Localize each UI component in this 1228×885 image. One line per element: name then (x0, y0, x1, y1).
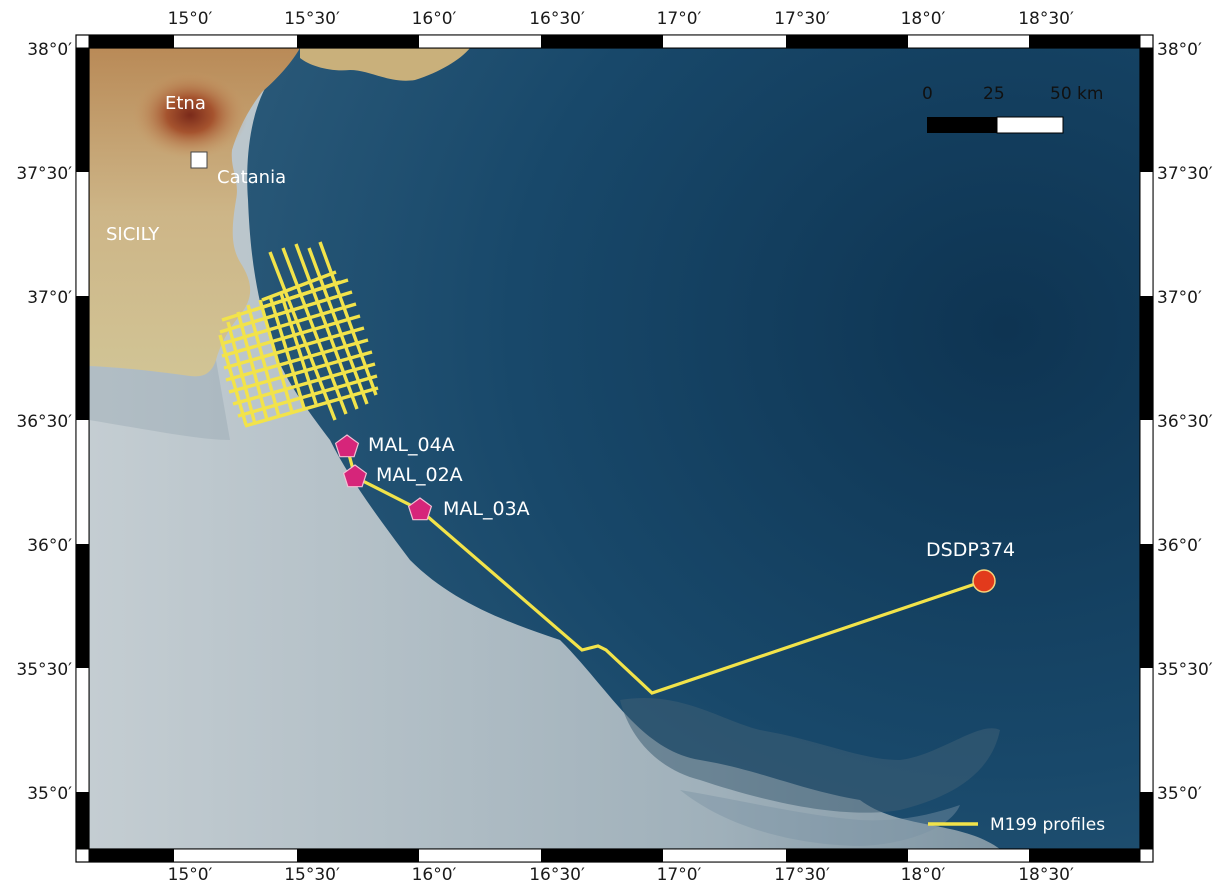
latitude-labels-right: 38°0′ 37°30′ 37°0′ 36°30′ 36°0′ 35°30′ 3… (1157, 40, 1213, 804)
lon-tick-bottom-2: 15°30′ (284, 865, 340, 885)
lon-tick-bottom-6: 17°30′ (774, 865, 830, 885)
lon-tick-top-1: 15°0′ (168, 9, 213, 29)
map-body (89, 48, 1140, 849)
label-catania: Catania (217, 167, 286, 188)
lon-tick-top-5: 17°0′ (657, 9, 702, 29)
label-mal-02a: MAL_02A (376, 464, 463, 486)
lon-tick-top-3: 16°0′ (412, 9, 457, 29)
lat-tick-right-2: 37°30′ (1157, 164, 1213, 184)
lat-tick-left-7: 35°0′ (27, 784, 72, 804)
label-etna: Etna (165, 93, 206, 114)
lat-tick-right-7: 35°0′ (1157, 784, 1202, 804)
lat-tick-left-2: 37°30′ (16, 164, 72, 184)
lon-tick-bottom-1: 15°0′ (168, 865, 213, 885)
lon-tick-bottom-7: 18°0′ (901, 865, 946, 885)
lat-tick-right-5: 36°0′ (1157, 536, 1202, 556)
scale-label-50: 50 km (1050, 84, 1103, 104)
place-labels: Etna Catania SICILY MAL_04A MAL_02A MAL_… (106, 93, 1015, 561)
sicily-margin (89, 360, 230, 440)
latitude-labels-left: 38°0′ 37°30′ 37°0′ 36°30′ 36°0′ 35°30′ 3… (16, 40, 72, 804)
scale-bar-white-segment (996, 116, 1064, 134)
lon-tick-bottom-5: 17°0′ (657, 865, 702, 885)
escarpment-shadow (620, 697, 1000, 813)
m199-profile-grid (218, 241, 379, 428)
longitude-labels-top: 15°0′ 15°30′ 16°0′ 16°30′ 17°0′ 17°30′ 1… (168, 9, 1074, 29)
lon-tick-bottom-8: 18°30′ (1018, 865, 1074, 885)
lon-tick-top-4: 16°30′ (529, 9, 585, 29)
legend: M199 profiles (928, 815, 1105, 835)
lat-tick-right-3: 37°0′ (1157, 288, 1202, 308)
lat-tick-right-4: 36°30′ (1157, 412, 1213, 432)
site-markers (190, 151, 996, 593)
scale-bar-black-segment (927, 117, 997, 133)
lat-tick-left-6: 35°30′ (16, 660, 72, 680)
scale-bar: 0 25 50 km (922, 84, 1103, 134)
label-mal-03a: MAL_03A (443, 498, 530, 520)
m199-profile-track (345, 446, 985, 695)
scale-label-25: 25 (983, 84, 1005, 104)
lon-tick-top-6: 17°30′ (774, 9, 830, 29)
site-marker-dsdp374 (972, 569, 996, 593)
calabria-land (300, 48, 470, 81)
label-sicily: SICILY (106, 224, 160, 245)
lon-tick-top-8: 18°30′ (1018, 9, 1074, 29)
site-marker-mal-04a (334, 434, 360, 458)
site-marker-mal-03a (407, 497, 433, 521)
label-mal-04a: MAL_04A (368, 434, 455, 456)
scale-label-0: 0 (922, 84, 933, 104)
lon-tick-bottom-3: 16°0′ (412, 865, 457, 885)
map-frame (75, 34, 1154, 863)
escarpment-highlight (680, 790, 960, 846)
lat-tick-left-3: 37°0′ (27, 288, 72, 308)
lat-tick-right-1: 38°0′ (1157, 40, 1202, 60)
longitude-labels-bottom: 15°0′ 15°30′ 16°0′ 16°30′ 17°0′ 17°30′ 1… (168, 865, 1074, 885)
site-marker-mal-02a (342, 464, 368, 488)
etna-volcano (132, 71, 248, 159)
lat-tick-left-5: 36°0′ (27, 536, 72, 556)
lat-tick-right-6: 35°30′ (1157, 660, 1213, 680)
label-dsdp374: DSDP374 (926, 539, 1015, 561)
lat-tick-left-1: 38°0′ (27, 40, 72, 60)
deep-sea-basin (247, 48, 1140, 849)
legend-profile-label: M199 profiles (990, 815, 1105, 835)
lon-tick-top-7: 18°0′ (901, 9, 946, 29)
lat-tick-left-4: 36°30′ (16, 412, 72, 432)
lon-tick-bottom-4: 16°30′ (529, 865, 585, 885)
lon-tick-top-2: 15°30′ (284, 9, 340, 29)
catania-city-marker (190, 151, 208, 169)
